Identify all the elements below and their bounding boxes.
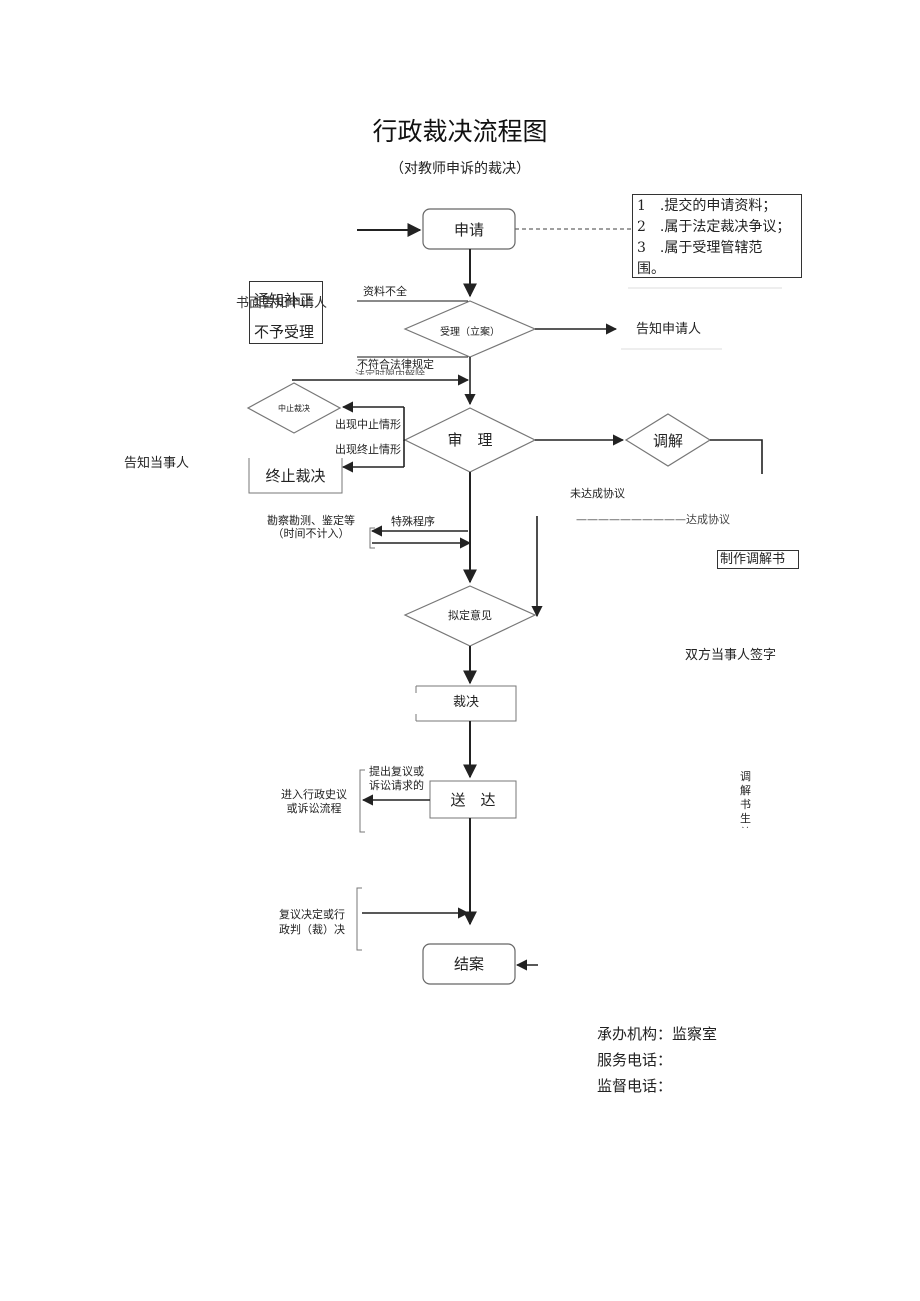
- reject-box: 通知补正 不予受理: [249, 281, 323, 344]
- survey-line2: （时间不计入）: [272, 527, 350, 540]
- reconsider-line2: 政判（裁）决: [279, 923, 345, 936]
- ruling-bracket: [416, 685, 517, 722]
- accept-label: 受理（立案）: [440, 327, 500, 338]
- requirement-3: 3 .属于受理管辖范: [637, 240, 763, 256]
- mediate-diamond: [624, 413, 712, 467]
- suspend-diamond: [246, 382, 342, 434]
- reconsider-bracket: [356, 887, 362, 951]
- make-mediation-box: 制作调解书: [717, 550, 799, 569]
- appeal-line1: 提出复议或: [369, 765, 424, 778]
- review-label: 审 理: [447, 431, 493, 449]
- suspend-label: 中止裁决: [278, 404, 310, 413]
- requirement-4: 围。: [637, 261, 665, 277]
- suspend-occurs-label: 出现中止情形: [335, 418, 401, 431]
- terminate-label: 终止裁决: [265, 467, 326, 485]
- draft-label: 拟定意见: [448, 609, 492, 622]
- not-legal-label: 不符合法律规定: [357, 358, 434, 371]
- legal-time-label: 法定时限内解除: [355, 366, 425, 375]
- ruling-label: 裁决: [452, 695, 479, 710]
- requirements-box: 1 .提交的申请资料； 2 .属于法定裁决争议； 3 .属于受理管辖范 围。: [632, 194, 802, 278]
- notify-parties-label: 告知当事人: [124, 456, 190, 471]
- apply-label: 申请: [453, 221, 484, 239]
- terminate-bracket: [248, 458, 343, 494]
- mediate-label: 调解: [652, 432, 683, 450]
- reconsider-line1: 复议决定或行: [279, 908, 345, 921]
- mediate-out: [710, 439, 763, 474]
- close-node: [422, 943, 516, 985]
- enter-line1: 进入行政史议: [281, 788, 347, 801]
- close-label: 结案: [453, 955, 484, 973]
- appeal-bracket: [359, 769, 365, 833]
- mediation-effective-label: 调解书生效: [740, 770, 751, 828]
- survey-line1: 勘察勘测、鉴定等: [267, 514, 355, 527]
- both-sign-label: 双方当事人签字: [685, 648, 777, 663]
- requirement-1: 1 .提交的申请资料；: [637, 198, 777, 214]
- enter-line2: 或诉讼流程: [286, 802, 342, 815]
- written-notice-label: 书面告知申请人: [236, 296, 328, 311]
- reject-line1: 通知补正: [254, 291, 315, 309]
- terminate-occurs-label: 出现终止情形: [335, 443, 401, 456]
- footer-supervise-phone: 监督电话：: [597, 1077, 673, 1095]
- appeal-line2: 诉讼请求的: [369, 779, 424, 792]
- notify-applicant-label: 告知申请人: [636, 322, 702, 337]
- no-agreement-label: 未达成协议: [570, 487, 625, 500]
- page-subtitle: （对教师申诉的裁决）: [390, 161, 530, 177]
- page-title: 行政裁决流程图: [372, 117, 548, 146]
- reach-agreement-label: ——————————达成协议: [576, 513, 730, 526]
- reject-line2: 不予受理: [254, 323, 315, 341]
- requirement-2: 2 .属于法定裁决争议；: [637, 219, 791, 235]
- special-procedure-label: 特殊程序: [391, 515, 435, 528]
- footer-agency: 承办机构：监察室: [597, 1025, 718, 1043]
- deliver-label: 送 达: [450, 791, 496, 809]
- incomplete-label: 资料不全: [363, 285, 407, 298]
- footer-service-phone: 服务电话：: [597, 1051, 673, 1069]
